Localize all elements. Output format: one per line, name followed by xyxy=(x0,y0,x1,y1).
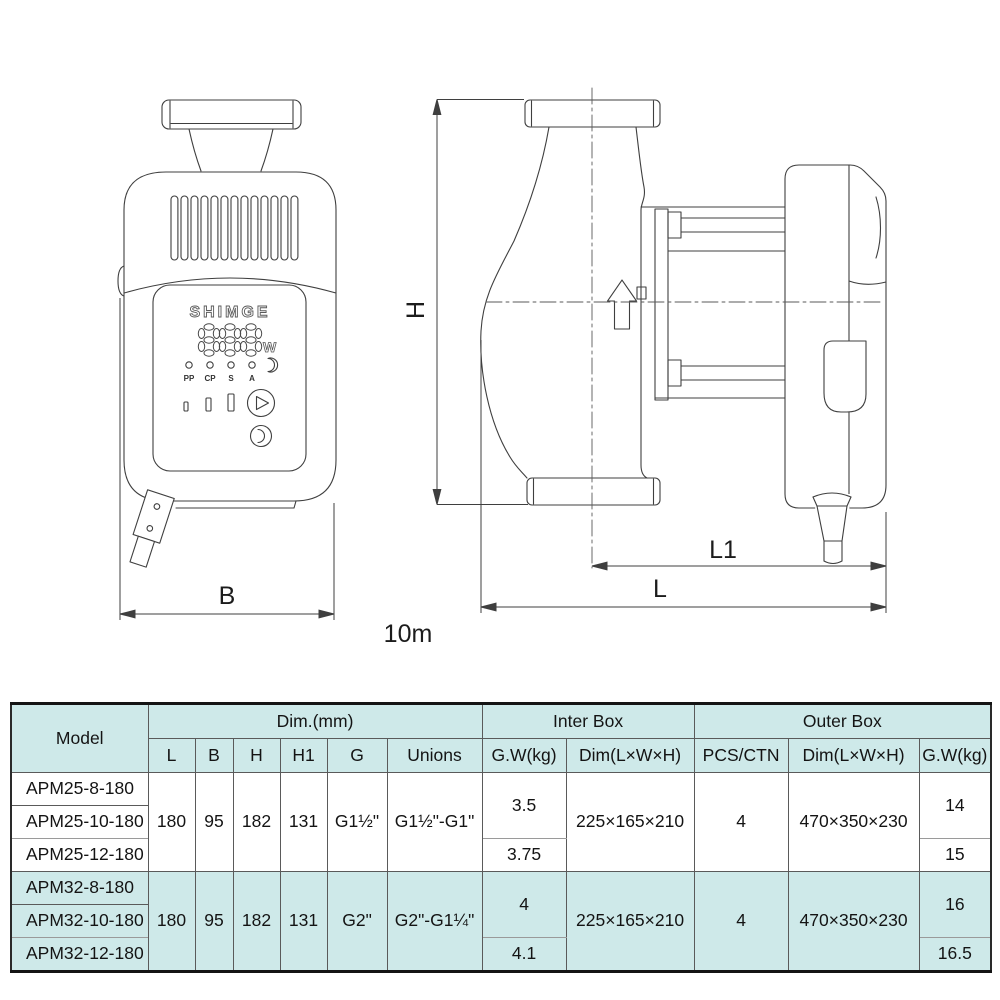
spec-table-header: Model Dim.(mm) Inter Box Outer Box L B H… xyxy=(10,703,992,773)
header-col-h: H xyxy=(232,738,281,773)
value-cell-pcs: 4 xyxy=(693,871,789,972)
header-model: Model xyxy=(10,703,149,773)
flow-arrow-icon xyxy=(606,279,638,330)
motor-knob xyxy=(823,340,867,413)
side-top-flange xyxy=(524,99,661,128)
header-col-b: B xyxy=(194,738,234,773)
header-col-l: L xyxy=(147,738,196,773)
spec-table: Model Dim.(mm) Inter Box Outer Box L B H… xyxy=(10,702,993,973)
crescent-icon xyxy=(257,428,266,444)
front-view xyxy=(117,99,337,568)
header-col-h1: H1 xyxy=(279,738,328,773)
model-cell: APM32-12-180 xyxy=(10,937,149,972)
dimension-l xyxy=(480,340,887,613)
value-cell-b: 95 xyxy=(194,772,234,872)
header-col-outer-gw: G.W(kg) xyxy=(918,738,992,773)
dim-label-h: H xyxy=(402,301,430,319)
side-view xyxy=(480,87,887,569)
side-bottom-flange xyxy=(526,477,661,506)
dim-label-l1: L1 xyxy=(709,536,737,564)
indicator-a-label: A xyxy=(249,374,255,383)
value-cell-h: 182 xyxy=(232,871,281,972)
table-row: APM25-8-180 180 95 182 131 G1½" G1½"-G1"… xyxy=(10,772,992,872)
header-col-inter-gw: G.W(kg) xyxy=(481,738,567,773)
value-cell-g: G2" xyxy=(326,871,388,972)
value-cell-unions: G2"-G1¼" xyxy=(386,871,483,972)
model-cell: APM25-8-180 xyxy=(10,772,149,806)
header-col-unions: Unions xyxy=(386,738,483,773)
header-inter-box: Inter Box xyxy=(481,703,695,739)
model-cell: APM32-10-180 xyxy=(10,904,149,938)
front-body-outline xyxy=(123,171,337,502)
model-cell: APM25-10-180 xyxy=(10,805,149,839)
led-pp xyxy=(185,361,193,369)
value-cell-outer-dim: 470×350×230 xyxy=(787,871,920,972)
dim-label-l: L xyxy=(653,575,667,603)
led-cp xyxy=(206,361,214,369)
value-cell-h1: 131 xyxy=(279,772,328,872)
dim-label-b: B xyxy=(219,582,236,610)
segment-display xyxy=(197,323,263,357)
value-cell-inter-dim: 225×165×210 xyxy=(565,871,695,972)
value-cell-unions: G1½"-G1" xyxy=(386,772,483,872)
header-outer-box: Outer Box xyxy=(693,703,992,739)
table-row: APM25-10-180 xyxy=(10,805,991,839)
value-cell-l: 180 xyxy=(147,871,196,972)
value-cell-h1: 131 xyxy=(279,871,328,972)
header-col-pcs-ctn: PCS/CTN xyxy=(693,738,789,773)
night-mode-button xyxy=(249,424,273,448)
value-cell-outer-dim: 470×350×230 xyxy=(787,772,920,872)
control-panel xyxy=(152,284,307,472)
table-row: APM32-8-180 180 95 182 131 G2" G2"-G1¼" … xyxy=(10,871,992,972)
dimension-h xyxy=(432,99,528,505)
value-cell-h: 182 xyxy=(232,772,281,872)
value-cell-b: 95 xyxy=(194,871,234,972)
dimension-b xyxy=(119,298,335,620)
table-row: APM25-12-180 3.75 15 xyxy=(10,838,992,872)
brand-logo: SHIMGE xyxy=(189,304,270,321)
front-top-flange xyxy=(161,99,302,130)
value-cell-pcs: 4 xyxy=(693,772,789,872)
value-cell-outer-gw: 15 xyxy=(918,838,992,872)
wattage-unit: W xyxy=(263,339,277,355)
technical-drawing: SHIMGE W PP CP S A B xyxy=(117,87,887,648)
model-cell: APM25-12-180 xyxy=(10,838,149,872)
start-button xyxy=(246,388,276,418)
indicator-pp-label: PP xyxy=(184,374,195,383)
value-cell-l: 180 xyxy=(147,772,196,872)
header-col-outer-dim: Dim(L×W×H) xyxy=(787,738,920,773)
value-cell-inter-dim: 225×165×210 xyxy=(565,772,695,872)
caption-10m: 10m xyxy=(384,620,433,648)
value-cell-inter-gw: 4 xyxy=(481,871,567,938)
coupling-rods xyxy=(636,206,786,401)
led-s xyxy=(227,361,235,369)
vent-slots xyxy=(170,195,299,261)
value-cell-outer-gw: 14 xyxy=(918,772,992,839)
model-cell: APM32-8-180 xyxy=(10,871,149,905)
value-cell-inter-gw: 4.1 xyxy=(481,937,567,972)
level-bars xyxy=(183,393,235,412)
header-col-inter-dim: Dim(L×W×H) xyxy=(565,738,695,773)
cable-gland-front xyxy=(129,489,175,568)
header-dim-mm: Dim.(mm) xyxy=(147,703,483,739)
table-row: APM32-10-180 xyxy=(10,904,991,938)
value-cell-inter-gw: 3.5 xyxy=(481,772,567,839)
motor-housing xyxy=(784,164,887,509)
led-a xyxy=(248,361,256,369)
header-col-g: G xyxy=(326,738,388,773)
indicator-cp-label: CP xyxy=(204,374,216,383)
cable-gland-side xyxy=(812,492,852,565)
indicator-s-label: S xyxy=(228,374,234,383)
value-cell-outer-gw: 16 xyxy=(918,871,992,938)
value-cell-outer-gw: 16.5 xyxy=(918,937,992,972)
table-row: APM32-12-180 4.1 16.5 xyxy=(10,937,992,972)
dimension-l1 xyxy=(591,512,887,613)
value-cell-inter-gw: 3.75 xyxy=(481,838,567,872)
play-icon xyxy=(255,395,270,411)
value-cell-g: G1½" xyxy=(326,772,388,872)
moon-icon xyxy=(267,357,279,373)
